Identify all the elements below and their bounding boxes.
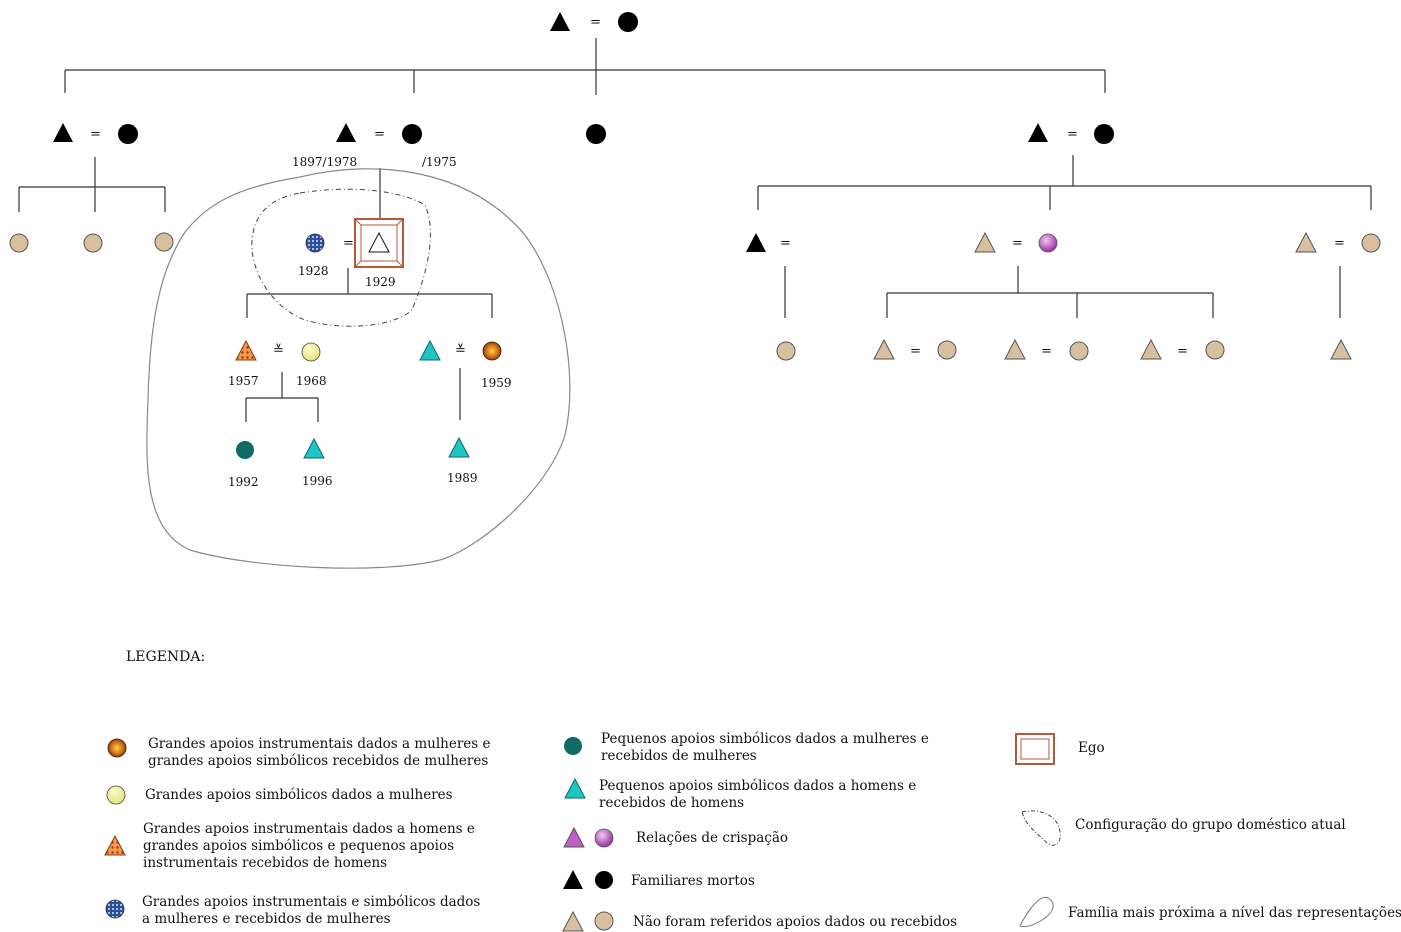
legend-purple-label: Relações de crispação <box>636 830 789 846</box>
tan-female-symbol <box>1069 341 1089 361</box>
legend-closed-shape-icon <box>1019 896 1054 928</box>
dead-female-symbol <box>402 124 422 144</box>
marriage-sign: = <box>1177 344 1188 359</box>
dead-male-symbol <box>336 123 356 142</box>
closest-family-contour <box>146 168 571 569</box>
tan-female-symbol <box>1361 233 1381 253</box>
tan-male-symbol <box>873 338 895 360</box>
orange-pattern-male-symbol <box>235 339 257 361</box>
legend-tan-circle-icon <box>594 911 614 931</box>
legend-orange-triangle-label: Grandes apoios instrumentais dados a hom… <box>143 821 475 871</box>
legend-purple-circle-icon <box>594 828 614 848</box>
legend-blue-circle-icon <box>105 899 125 919</box>
dead-male-symbol <box>1028 123 1048 142</box>
marriage-sign: = <box>1041 344 1052 359</box>
tan-male-symbol <box>1004 338 1026 360</box>
tan-male-symbol <box>1140 338 1162 360</box>
marriage-sign: = <box>374 127 385 142</box>
dead-female-symbol <box>118 124 138 144</box>
year-label: 1992 <box>228 475 259 489</box>
tan-circles-left <box>9 232 174 253</box>
legend-ego-label: Ego <box>1078 740 1105 756</box>
legend-dashed-shape-icon <box>1021 810 1061 846</box>
marriage-sign: = <box>910 344 921 359</box>
household-contour <box>251 188 431 327</box>
marriage-sign: = <box>590 15 601 30</box>
tan-female-symbol <box>937 340 957 360</box>
legend-yellow-circle-label: Grandes apoios simbólicos dados a mulher… <box>145 787 453 803</box>
dead-female-symbol <box>586 124 606 144</box>
ego-symbol <box>354 218 404 268</box>
legend-orange-circle-icon <box>107 738 127 758</box>
legend-ego-icon <box>1015 733 1055 765</box>
tan-male-symbol <box>1330 338 1352 360</box>
blue-pattern-female-symbol <box>305 233 325 253</box>
legend-orange-circle-label: Grandes apoios instrumentais dados a mul… <box>148 736 491 769</box>
tan-male-symbol <box>1295 231 1317 253</box>
approx-sign: ≚ <box>273 343 284 358</box>
marriage-sign: = <box>90 127 101 142</box>
tan-female-symbol <box>1205 340 1225 360</box>
legend-teal-triangle-icon <box>564 777 586 799</box>
legend-tan-label: Não foram referidos apoios dados ou rece… <box>633 914 958 930</box>
year-label: 1959 <box>481 376 512 390</box>
dead-female-symbol <box>618 12 638 32</box>
year-label: 1957 <box>228 374 259 388</box>
marriage-sign: = <box>1334 236 1345 251</box>
legend-orange-triangle-icon <box>104 834 126 856</box>
teal-male-symbol <box>303 437 325 459</box>
legend-title: LEGENDA: <box>126 649 206 665</box>
legend-teal-triangle-label: Pequenos apoios simbólicos dados a homen… <box>599 778 917 811</box>
dead-male-symbol <box>550 12 570 31</box>
legend-dashed-shape-label: Configuração do grupo doméstico atual <box>1075 817 1346 833</box>
year-label: 1928 <box>298 264 329 278</box>
legend-black-circle-icon <box>595 871 613 889</box>
dead-male-symbol <box>746 233 766 252</box>
year-label: 1996 <box>302 474 333 488</box>
legend-teal-circle-icon <box>564 737 582 755</box>
legend-closed-shape-label: Família mais próxima a nível das represe… <box>1068 905 1401 921</box>
year-label: 1897/1978 <box>292 155 358 169</box>
marriage-sign: = <box>1067 127 1078 142</box>
kinship-lines <box>18 38 1372 422</box>
marriage-sign: = <box>343 236 354 251</box>
legend-blue-circle-label: Grandes apoios instrumentais e simbólico… <box>142 894 481 927</box>
dead-male-symbol <box>53 123 73 142</box>
year-label: /1975 <box>422 155 457 169</box>
marriage-sign: = <box>780 236 791 251</box>
legend-purple-triangle-icon <box>563 826 585 848</box>
teal-male-symbol <box>419 339 441 361</box>
tan-male-symbol <box>974 231 996 253</box>
tan-female-symbol <box>776 341 796 361</box>
year-label: 1929 <box>365 275 396 289</box>
legend-tan-triangle-icon <box>562 910 584 932</box>
legend-black-label: Familiares mortos <box>631 873 755 889</box>
approx-sign: ≚ <box>455 343 466 358</box>
year-label: 1989 <box>447 471 478 485</box>
teal-male-symbol <box>448 436 470 458</box>
marriage-sign: = <box>1012 236 1023 251</box>
year-label: 1968 <box>296 374 327 388</box>
legend-teal-circle-label: Pequenos apoios simbólicos dados a mulhe… <box>601 731 929 764</box>
orange-female-symbol <box>482 341 502 361</box>
dead-female-symbol <box>1094 124 1114 144</box>
yellow-female-symbol <box>301 342 321 362</box>
purple-female-symbol <box>1038 233 1058 253</box>
legend-black-triangle-icon <box>563 870 583 889</box>
dark-teal-female-symbol <box>236 441 254 459</box>
legend-yellow-circle-icon <box>106 785 126 805</box>
